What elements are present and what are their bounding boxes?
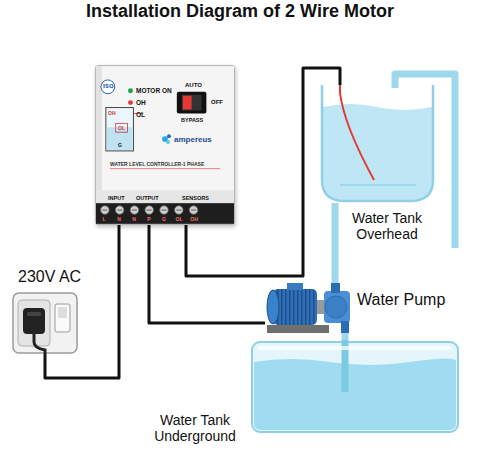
indicator-label: MOTOR ON (136, 87, 172, 94)
underground-tank: Water Tank Underground (250, 340, 460, 434)
iso-badge: ISO (103, 83, 114, 89)
switch-label: AUTO (185, 82, 202, 88)
icon-label: OL (118, 125, 125, 131)
diagram-title: Installation Diagram of 2 Wire Motor (0, 1, 480, 22)
pump-label: Water Pump (357, 291, 445, 309)
terminal-letter: G (162, 216, 166, 222)
power-socket: 230V AC (12, 292, 78, 354)
water-pump: Water Pump (265, 283, 352, 333)
power-socket-drawing (12, 292, 78, 354)
icon-label: G (118, 142, 122, 148)
supply-label: 230V AC (18, 268, 81, 286)
terminal-letter: OH (190, 216, 198, 222)
water-pipe (342, 333, 349, 340)
tank-label: Water Tank Overhead (342, 210, 432, 242)
water-pipe (332, 203, 339, 283)
terminal-letter: N (117, 216, 121, 222)
terminal-letter: OL (176, 216, 183, 222)
controller-box: ISO MOTOR ON AUTO OH OL OFF BYPASS ampereusWATE… (95, 65, 235, 225)
terminal-letter: P (147, 216, 150, 222)
wire (149, 225, 265, 323)
indicator-label: OH (136, 99, 146, 106)
icon-label: OH (108, 110, 116, 116)
terminal-letter: N (132, 216, 136, 222)
terminal-group: SENSORS (182, 195, 209, 201)
switch-label: BYPASS (181, 117, 203, 123)
overhead-tank: Water Tank Overhead (320, 85, 435, 203)
overhead-tank-drawing (320, 85, 435, 203)
switch-label: OFF (211, 99, 223, 105)
terminal-group: OUTPUT (136, 195, 159, 201)
terminal-letter: L (102, 216, 105, 222)
tank-label: Water Tank Underground (144, 412, 246, 444)
water-pump-drawing (265, 283, 352, 333)
brand-name: ampereus (174, 135, 212, 144)
indicator-label: OL (136, 111, 145, 118)
product-name: WATER LEVEL CONTROLLER-1 PHASE (110, 161, 204, 167)
terminal-group: INPUT (108, 195, 125, 201)
underground-tank-drawing (250, 340, 460, 434)
